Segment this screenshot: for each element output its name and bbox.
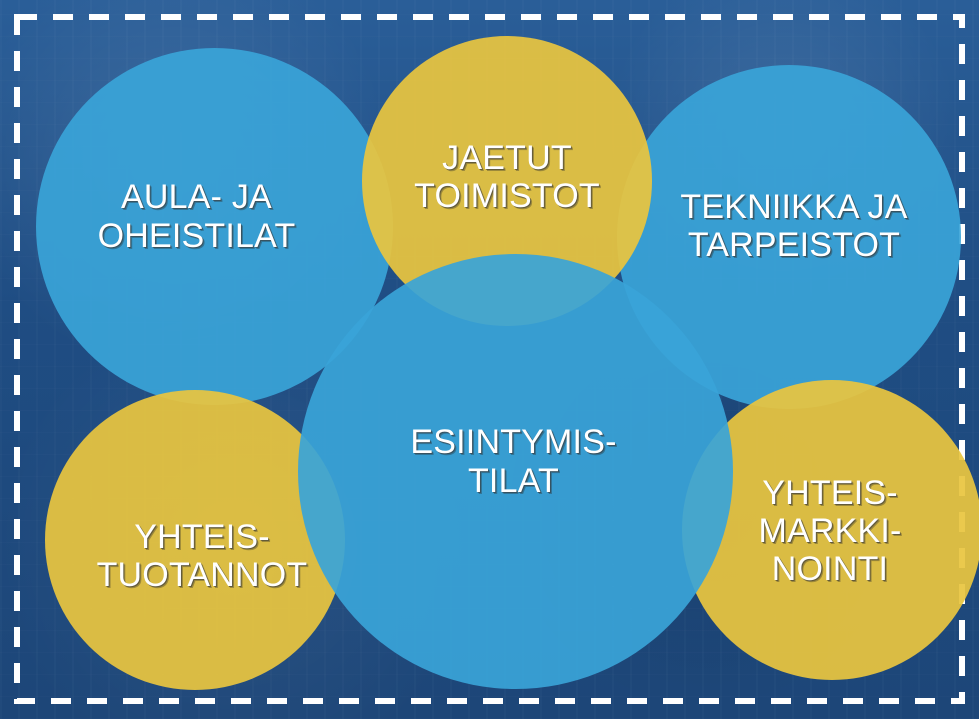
esiintymistilat-circle: ESIINTYMIS- TILAT bbox=[298, 254, 733, 689]
jaetut-toimistot-label: JAETUT TOIMISTOT bbox=[414, 138, 600, 215]
esiintymistilat-label: ESIINTYMIS- TILAT bbox=[410, 423, 617, 500]
yhteistuotannot-label: YHTEIS- TUOTANNOT bbox=[96, 517, 308, 594]
tekniikka-tarpeistot-label: TEKNIIKKA JA TARPEISTOT bbox=[680, 187, 908, 264]
aula-oheistilat-label: AULA- JA OHEISTILAT bbox=[97, 178, 296, 255]
yhteismarkkinointi-label: YHTEIS- MARKKI- NOINTI bbox=[758, 473, 902, 589]
